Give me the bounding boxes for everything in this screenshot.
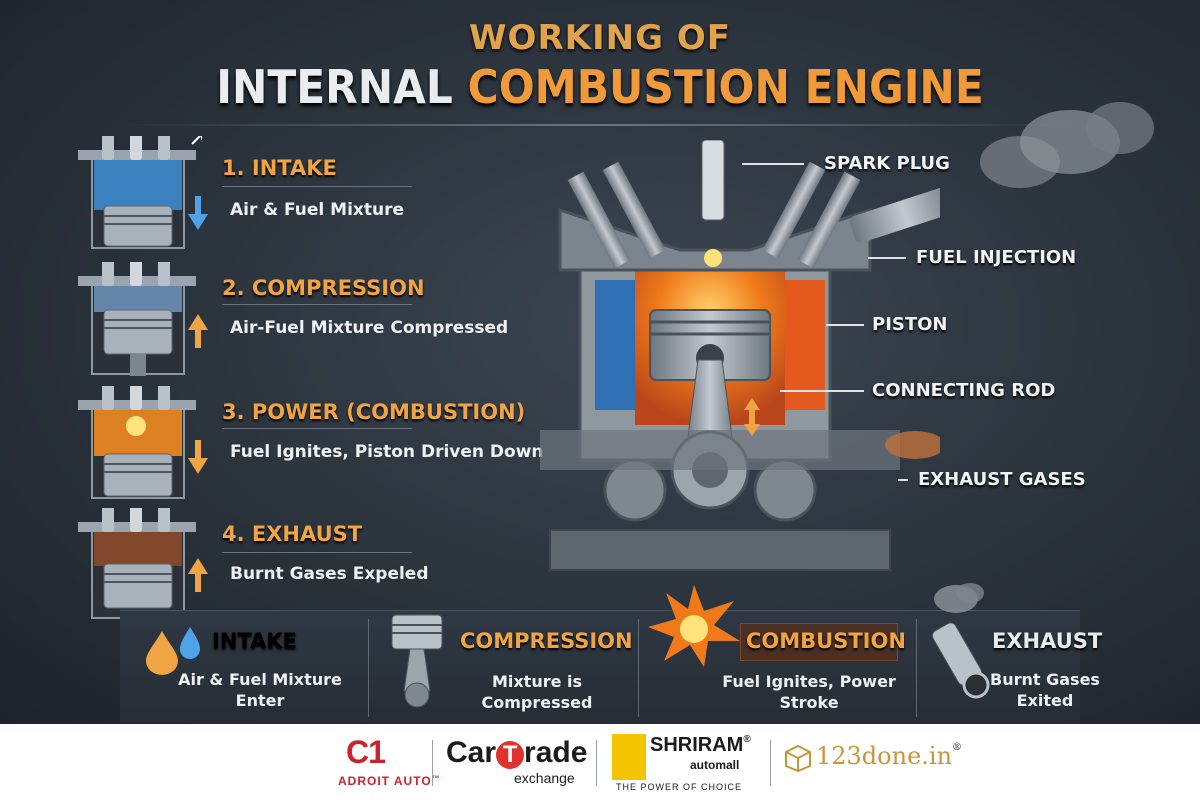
123done-registered: ® (952, 742, 963, 753)
exhaust-pipe-icon (931, 583, 990, 699)
exhaust-cylinder-illustration (78, 508, 196, 619)
summary-exhaust-desc: Burnt Gases Exited (990, 669, 1100, 711)
step-2-rule (222, 304, 412, 305)
piston-icon (391, 614, 443, 708)
123done-name: 123done.in (816, 742, 953, 770)
callout-connecting-rod: CONNECTING ROD (872, 380, 1056, 401)
step-2-desc: Air-Fuel Mixture Compressed (230, 318, 509, 338)
explosion-icon (648, 585, 740, 667)
leader-exhaust-gases (898, 479, 908, 481)
summary-divider (368, 619, 369, 717)
summary-combustion: COMBUSTION Fuel Ignites, Power Stroke (644, 585, 914, 723)
footer-divider (596, 740, 597, 786)
callout-piston: PISTON (872, 314, 948, 335)
power-cylinder-illustration (78, 386, 196, 499)
summary-intake: INTAKE Air & Fuel Mixture Enter (120, 611, 360, 723)
adroit-wordmark: ADROIT AUTO™ (338, 774, 441, 788)
footer-divider (432, 740, 433, 786)
adroit-name: ADROIT AUTO (338, 774, 432, 788)
title-combustion-engine: COMBUSTION ENGINE (467, 60, 984, 114)
callout-fuel-injection: FUEL INJECTION (916, 247, 1077, 268)
leader-spark-plug (742, 163, 804, 165)
summary-exhaust-desc-line-1: Burnt Gases (990, 670, 1100, 689)
summary-combustion-desc: Fuel Ignites, Power Stroke (722, 672, 896, 712)
engine-cutaway-illustration (540, 140, 940, 571)
fuel-drops-icon (146, 627, 200, 675)
leader-connecting-rod (780, 390, 864, 392)
combustion-highlight (740, 623, 898, 661)
title-line-2: INTERNAL COMBUSTION ENGINE (48, 60, 1152, 114)
cartrade-t-badge: T (496, 741, 525, 769)
step-3-desc: Fuel Ignites, Piston Driven Down (230, 442, 544, 462)
summary-compression-title: COMPRESSION (460, 629, 633, 653)
cartrade-sub: exchange (514, 770, 575, 786)
shriram-name: SHRIRAM (650, 734, 744, 756)
step-4-title: 4. EXHAUST (222, 522, 363, 546)
step-3-title: 3. POWER (COMBUSTION) (222, 400, 526, 424)
cartrade-car: Car (446, 736, 497, 769)
dark-panel: WORKING OF INTERNAL COMBUSTION ENGINE 1.… (0, 0, 1200, 724)
summary-band: INTAKE Air & Fuel Mixture Enter COMPRESS… (120, 583, 1102, 723)
cartrade-rade: rade (524, 736, 588, 769)
shriram-automall-logo[interactable]: SHRIRAM® automall THE POWER OF CHOICE (612, 734, 762, 794)
compression-cylinder-illustration (78, 262, 196, 376)
summary-exhaust-title: EXHAUST (992, 629, 1103, 653)
summary-intake-desc-line-2: Enter (235, 691, 285, 710)
summary-intake-desc: Air & Fuel Mixture Enter (160, 669, 360, 711)
summary-intake-desc-line-1: Air & Fuel Mixture (178, 670, 342, 689)
adroit-trademark: ™ (431, 774, 441, 783)
title-line-1: WORKING OF (469, 18, 731, 58)
step-1-desc: Air & Fuel Mixture (230, 200, 405, 220)
step-1-rule (222, 186, 412, 187)
cube-icon (785, 744, 811, 772)
123done-logo[interactable]: 123done.in® (784, 742, 974, 782)
summary-divider (916, 619, 917, 717)
shriram-wordmark: SHRIRAM® (650, 734, 751, 757)
smoke-cloud (980, 102, 1154, 188)
footer-divider (770, 740, 771, 786)
leader-fuel-injection (868, 257, 906, 259)
123done-wordmark: 123done.in® (816, 742, 962, 770)
intake-cylinder-illustration (78, 136, 202, 249)
step-1-title: 1. INTAKE (222, 156, 337, 180)
summary-exhaust-desc-line-2: Exited (1016, 691, 1074, 710)
step-3-rule (222, 428, 412, 429)
summary-combustion-title: COMBUSTION (746, 629, 906, 653)
title-divider (120, 124, 1080, 126)
arrow-down-icon (188, 196, 208, 230)
summary-compression: COMPRESSION Mixture is Compressed (376, 611, 636, 723)
adroit-mark: C1 (346, 734, 386, 770)
callout-exhaust-gases: EXHAUST GASES (918, 469, 1086, 490)
shriram-sub: automall (690, 758, 740, 772)
step-4-rule (222, 552, 412, 553)
title-internal: INTERNAL (216, 60, 453, 114)
summary-intake-title: INTAKE (212, 629, 297, 653)
callout-spark-plug: SPARK PLUG (824, 153, 950, 174)
step-4-desc: Burnt Gases Expeled (230, 564, 429, 584)
arrow-up-icon (188, 558, 208, 592)
adroit-auto-logo[interactable]: C1 ADROIT AUTO™ (338, 734, 440, 792)
arrow-up-icon (188, 314, 208, 348)
shriram-emblem (612, 734, 646, 780)
step-2-title: 2. COMPRESSION (222, 276, 425, 300)
arrow-down-icon (188, 440, 208, 474)
summary-exhaust: EXHAUST Burnt Gases Exited (920, 583, 1102, 723)
summary-divider (638, 619, 639, 717)
summary-compression-desc: Mixture is Compressed (481, 672, 593, 712)
shriram-tagline: THE POWER OF CHOICE (616, 782, 743, 792)
leader-piston (826, 324, 864, 326)
shriram-registered: ® (743, 734, 751, 745)
